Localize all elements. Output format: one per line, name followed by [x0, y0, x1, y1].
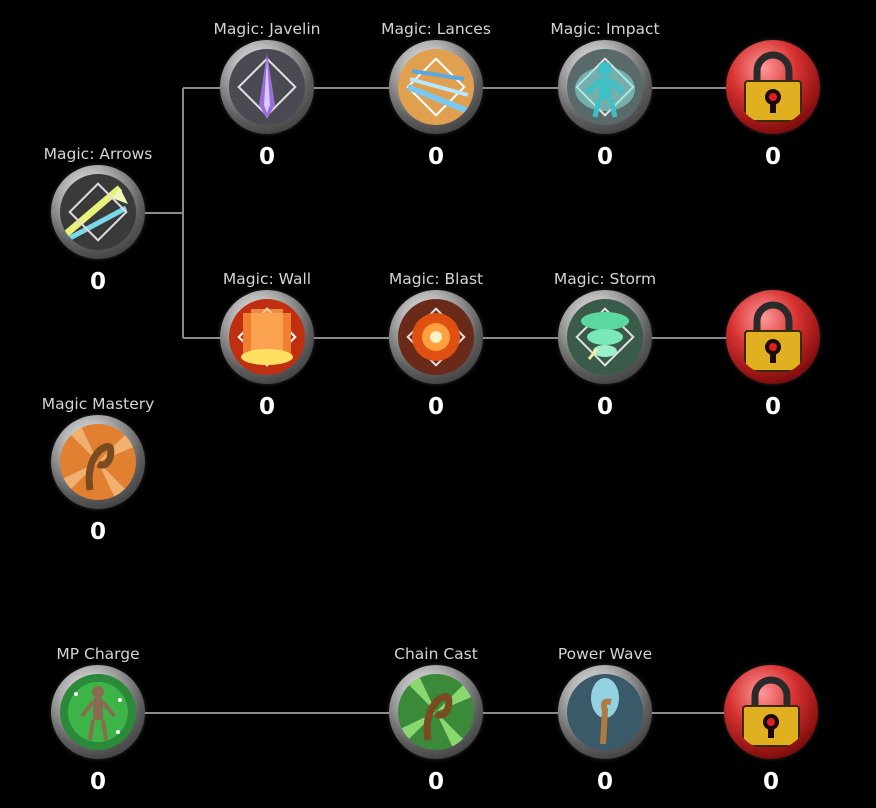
skill-label: Magic: Wall	[222, 270, 312, 288]
skill-count: 0	[89, 769, 106, 795]
storm-icon	[567, 299, 643, 375]
skill-orb[interactable]	[220, 40, 314, 134]
padlock-icon	[735, 49, 811, 125]
skill-count: 0	[762, 769, 779, 795]
skill-orb[interactable]	[726, 40, 820, 134]
mp-charge-icon	[60, 674, 136, 750]
padlock-icon	[733, 674, 809, 750]
arrows-icon	[60, 174, 136, 250]
power-wave-icon	[567, 674, 643, 750]
wall-icon	[229, 299, 305, 375]
skill-orb[interactable]	[724, 665, 818, 759]
chain-cast-icon	[398, 674, 474, 750]
skill-orb[interactable]	[51, 665, 145, 759]
skill-orb[interactable]	[558, 665, 652, 759]
skill-count: 0	[764, 144, 781, 170]
skill-label: Magic: Javelin	[213, 20, 321, 38]
skill-count: 0	[89, 269, 106, 295]
skill-count: 0	[596, 144, 613, 170]
skill-count: 0	[89, 519, 106, 545]
skill-orb[interactable]	[389, 665, 483, 759]
skill-count: 0	[596, 769, 613, 795]
skill-label: Magic: Lances	[381, 20, 491, 38]
skill-label: Magic: Arrows	[43, 145, 153, 163]
blast-icon	[398, 299, 474, 375]
skill-label: MP Charge	[56, 645, 140, 663]
skill-orb[interactable]	[51, 165, 145, 259]
skill-orb[interactable]	[389, 290, 483, 384]
javelin-icon	[229, 49, 305, 125]
skill-label: Magic Mastery	[41, 395, 155, 413]
skill-orb[interactable]	[389, 40, 483, 134]
skill-orb[interactable]	[558, 40, 652, 134]
skill-orb[interactable]	[726, 290, 820, 384]
padlock-icon	[735, 299, 811, 375]
skill-label: Magic: Impact	[550, 20, 660, 38]
skill-orb[interactable]	[220, 290, 314, 384]
skill-count: 0	[427, 769, 444, 795]
skill-count: 0	[764, 394, 781, 420]
skill-count: 0	[258, 144, 275, 170]
skill-orb[interactable]	[51, 415, 145, 509]
impact-icon	[567, 49, 643, 125]
skill-label: Magic: Storm	[553, 270, 657, 288]
skill-label: Chain Cast	[394, 645, 478, 663]
skill-orb[interactable]	[558, 290, 652, 384]
skill-count: 0	[427, 394, 444, 420]
staff-icon	[60, 424, 136, 500]
lances-icon	[398, 49, 474, 125]
skill-label: Magic: Blast	[388, 270, 484, 288]
skill-count: 0	[258, 394, 275, 420]
skill-label: Power Wave	[557, 645, 653, 663]
skill-count: 0	[427, 144, 444, 170]
skill-count: 0	[596, 394, 613, 420]
